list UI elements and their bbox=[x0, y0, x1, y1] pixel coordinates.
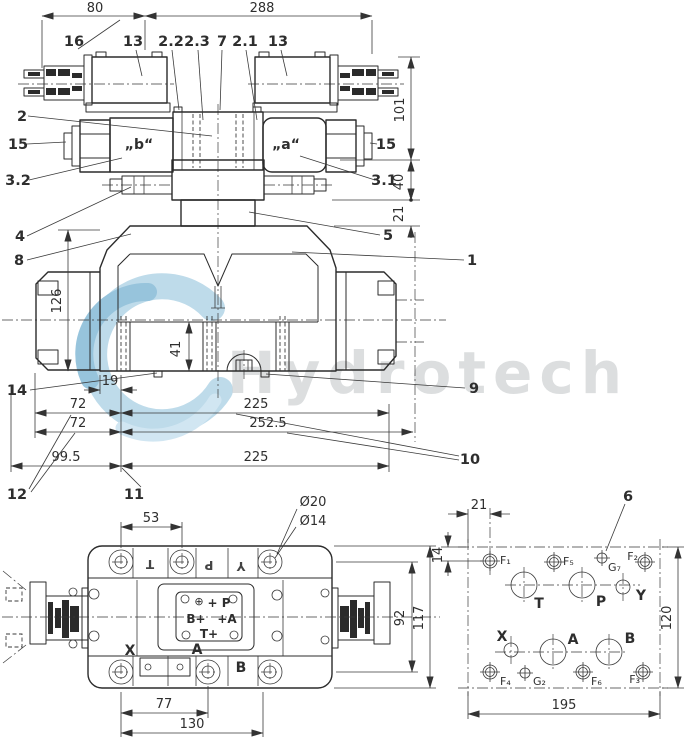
left-solenoid bbox=[23, 51, 171, 113]
port-label-p: P bbox=[596, 594, 606, 610]
callout-2-2: 2.2 bbox=[158, 34, 184, 50]
dim-53: 53 bbox=[143, 511, 160, 526]
band-label-y: Y bbox=[236, 559, 246, 573]
dim-225-a: 225 bbox=[244, 397, 269, 412]
callout-2-1: 2.1 bbox=[232, 34, 258, 50]
callout-10: 10 bbox=[460, 452, 480, 468]
port-label-f1: F₁ bbox=[500, 554, 511, 567]
callout-15-right: 15 bbox=[376, 137, 396, 153]
top-left-solenoid bbox=[2, 570, 89, 664]
top-view-mounting-holes bbox=[108, 549, 283, 685]
callout-1: 1 bbox=[467, 253, 477, 269]
top-view-texts: 53 Ø20 Ø14 92 117 77 130 T P Y ⊕ + P B+ … bbox=[125, 495, 427, 732]
pilot-valve-section bbox=[63, 106, 373, 173]
dim-252-5: 252.5 bbox=[249, 416, 286, 431]
watermark-swirl-outer bbox=[81, 273, 233, 436]
port-label-f2: F₂ bbox=[627, 550, 638, 563]
callout-7: 7 bbox=[217, 34, 227, 50]
dim-19: 19 bbox=[102, 374, 119, 389]
right-solenoid bbox=[252, 51, 399, 113]
label-b: „b“ bbox=[125, 137, 153, 153]
port-label-x: X bbox=[497, 629, 508, 645]
port-holes bbox=[480, 550, 655, 682]
dim-72-a: 72 bbox=[70, 397, 87, 412]
callout-6: 6 bbox=[623, 489, 633, 505]
callout-16: 16 bbox=[64, 34, 84, 50]
port-x-top-view: X bbox=[125, 643, 136, 659]
dim-101: 101 bbox=[393, 98, 408, 123]
port-view-texts: 6 21 14 120 195 F₁ F₅ G₇ F₂ T P Y X A B … bbox=[431, 489, 675, 713]
watermark: Hydrotech bbox=[75, 273, 629, 442]
port-label-f5: F₅ bbox=[563, 555, 574, 568]
dim-77: 77 bbox=[156, 697, 173, 712]
watermark-swirl-inner bbox=[75, 282, 157, 389]
port-label-y: Y bbox=[635, 588, 647, 604]
port-b-top-view: B bbox=[236, 660, 247, 676]
port-label-t: T bbox=[534, 596, 544, 612]
port-label-g2: G₂ bbox=[533, 675, 546, 688]
port-view-dimensions bbox=[441, 503, 684, 719]
dim-99-5: 99.5 bbox=[52, 450, 81, 465]
callout-2-3: 2.3 bbox=[184, 34, 210, 50]
callout-9: 9 bbox=[469, 381, 479, 397]
callout-3-1: 3.1 bbox=[371, 173, 397, 189]
dim-40: 40 bbox=[392, 174, 407, 191]
dim-195: 195 bbox=[552, 698, 577, 713]
nameplate-p: + P bbox=[207, 596, 230, 610]
front-centerlines bbox=[2, 83, 446, 442]
dim-130: 130 bbox=[180, 717, 205, 732]
callout-13-right: 13 bbox=[268, 34, 288, 50]
dim-117: 117 bbox=[412, 606, 427, 631]
dim-225-b: 225 bbox=[244, 450, 269, 465]
port-a-top-view: A bbox=[192, 642, 203, 658]
callout-13-left: 13 bbox=[123, 34, 143, 50]
dim-14-port: 14 bbox=[431, 547, 446, 564]
front-texts: 80 288 16 13 2.2 2.3 7 2.1 13 2 15 „b“ „… bbox=[5, 1, 480, 503]
port-label-f3: F₃ bbox=[629, 673, 640, 686]
callout-4: 4 bbox=[15, 229, 25, 245]
nameplate-t: T+ bbox=[200, 627, 218, 641]
band-label-t: T bbox=[145, 557, 154, 571]
dim-21-port: 21 bbox=[471, 498, 488, 513]
callout-15-left: 15 bbox=[8, 137, 28, 153]
dim-288: 288 bbox=[250, 1, 275, 16]
watermark-text: Hydrotech bbox=[227, 339, 629, 407]
top-right-solenoid bbox=[320, 581, 391, 649]
dim-120: 120 bbox=[660, 606, 675, 631]
port-pattern-view: 6 21 14 120 195 F₁ F₅ G₇ F₂ T P Y X A B … bbox=[431, 489, 684, 719]
port-label-b: B bbox=[625, 631, 636, 647]
dim-dia20: Ø20 bbox=[300, 495, 327, 510]
callout-11: 11 bbox=[124, 487, 144, 503]
port-label-f6: F₆ bbox=[591, 675, 602, 688]
dim-dia14: Ø14 bbox=[300, 514, 327, 529]
callout-2: 2 bbox=[17, 109, 27, 125]
callout-12: 12 bbox=[7, 487, 27, 503]
callout-3-2: 3.2 bbox=[5, 173, 31, 189]
label-a: „a“ bbox=[272, 137, 300, 153]
port-plate-outline bbox=[458, 508, 668, 696]
top-view-dimensions bbox=[120, 508, 436, 737]
front-leaders bbox=[26, 19, 466, 493]
port-label-a: A bbox=[568, 632, 579, 648]
dim-41: 41 bbox=[169, 341, 184, 358]
dim-80: 80 bbox=[87, 1, 104, 16]
port-label-f4: F₄ bbox=[500, 675, 511, 688]
nameplate-earth-symbol: ⊕ bbox=[194, 595, 203, 608]
nameplate-b: B+ bbox=[186, 612, 205, 626]
dim-92: 92 bbox=[393, 610, 408, 627]
front-view: 80 288 16 13 2.2 2.3 7 2.1 13 2 15 „b“ „… bbox=[2, 1, 480, 503]
callout-8: 8 bbox=[14, 253, 24, 269]
nameplate-a: +A bbox=[217, 612, 237, 626]
dim-126: 126 bbox=[50, 289, 65, 314]
port-label-g7: G₇ bbox=[608, 561, 621, 574]
dim-21-front: 21 bbox=[392, 206, 407, 223]
front-dimensions bbox=[10, 12, 420, 472]
top-view: 53 Ø20 Ø14 92 117 77 130 T P Y ⊕ + P B+ … bbox=[2, 495, 440, 737]
callout-5: 5 bbox=[383, 228, 393, 244]
callout-14: 14 bbox=[7, 383, 27, 399]
band-label-p: P bbox=[204, 558, 213, 572]
dim-72-b: 72 bbox=[70, 416, 87, 431]
main-valve-body bbox=[35, 225, 397, 378]
